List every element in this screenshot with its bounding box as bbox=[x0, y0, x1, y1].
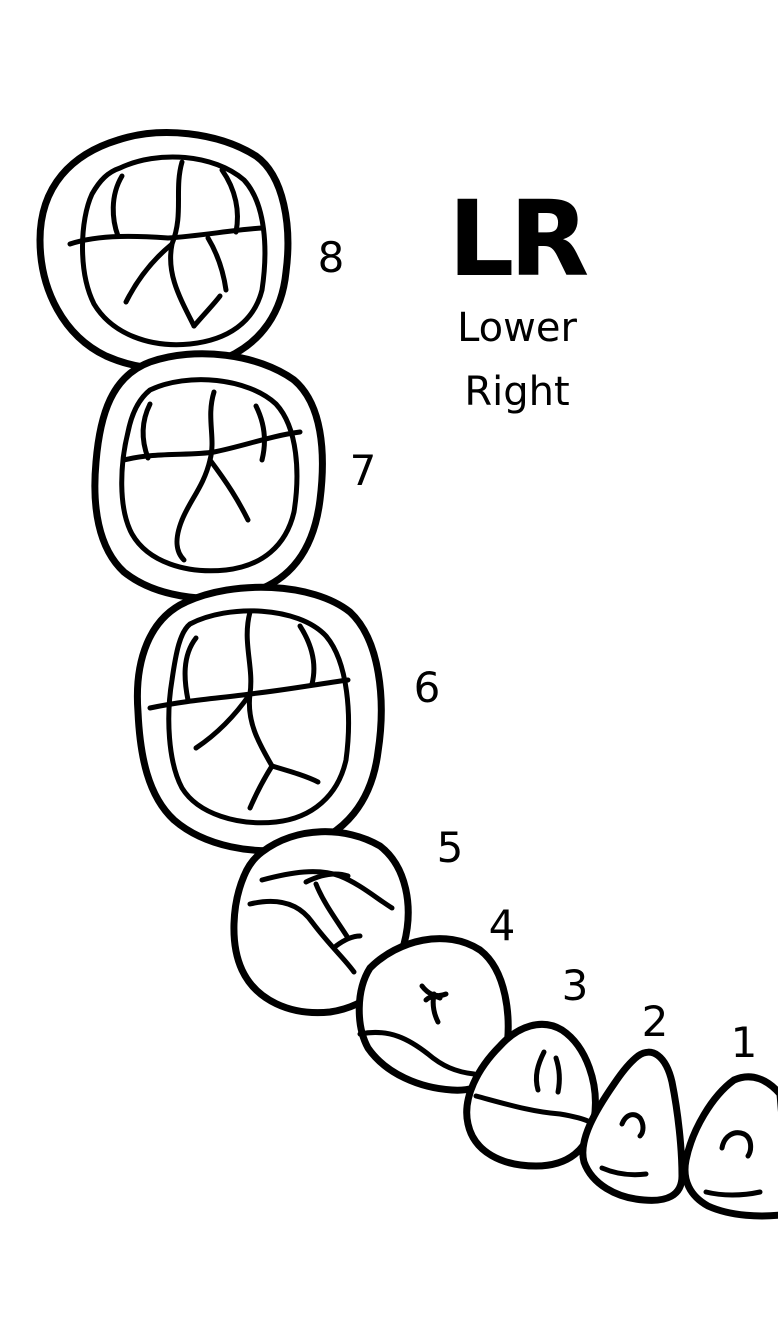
tooth-number-6: 6 bbox=[414, 663, 441, 712]
tooth-7-fissures bbox=[121, 389, 303, 563]
tooth-5[interactable] bbox=[230, 828, 412, 1017]
tooth-6[interactable] bbox=[133, 583, 385, 855]
tooth-5-fissures bbox=[247, 869, 395, 975]
tooth-number-8: 8 bbox=[318, 233, 345, 282]
tooth-6-outline bbox=[133, 583, 385, 855]
tooth-number-7: 7 bbox=[350, 446, 377, 495]
tooth-2-outline bbox=[579, 1048, 686, 1204]
tooth-6-fissures bbox=[147, 609, 351, 811]
tooth-number-1: 1 bbox=[731, 1018, 758, 1067]
tooth-3-fissures bbox=[473, 1049, 593, 1125]
tooth-1[interactable] bbox=[681, 1073, 778, 1220]
tooth-number-5: 5 bbox=[437, 823, 464, 872]
quadrant-name-line2: Right bbox=[464, 369, 569, 415]
tooth-3[interactable] bbox=[463, 1020, 599, 1170]
quadrant-heading: LR Lower Right bbox=[448, 178, 592, 415]
quadrant-code: LR bbox=[448, 178, 587, 300]
tooth-2[interactable] bbox=[579, 1048, 686, 1204]
tooth-2-fissures bbox=[599, 1112, 649, 1178]
tooth-number-4: 4 bbox=[489, 901, 516, 950]
tooth-8[interactable] bbox=[36, 129, 292, 373]
tooth-3-outline bbox=[463, 1020, 599, 1170]
tooth-7-outline bbox=[91, 350, 326, 602]
tooth-number-labels: 8 7 6 5 4 3 2 1 bbox=[318, 233, 758, 1067]
tooth-7[interactable] bbox=[91, 350, 326, 602]
tooth-7-inner bbox=[119, 377, 300, 574]
tooth-6-inner bbox=[166, 608, 351, 826]
tooth-1-outline bbox=[681, 1073, 778, 1220]
tooth-8-fissures bbox=[67, 159, 265, 329]
tooth-8-inner bbox=[80, 154, 268, 348]
quadrant-name-line1: Lower bbox=[457, 305, 577, 351]
tooth-4-fissures bbox=[357, 983, 477, 1077]
tooth-1-fissures bbox=[703, 1130, 763, 1198]
tooth-number-2: 2 bbox=[642, 997, 669, 1046]
tooth-number-3: 3 bbox=[562, 961, 589, 1010]
